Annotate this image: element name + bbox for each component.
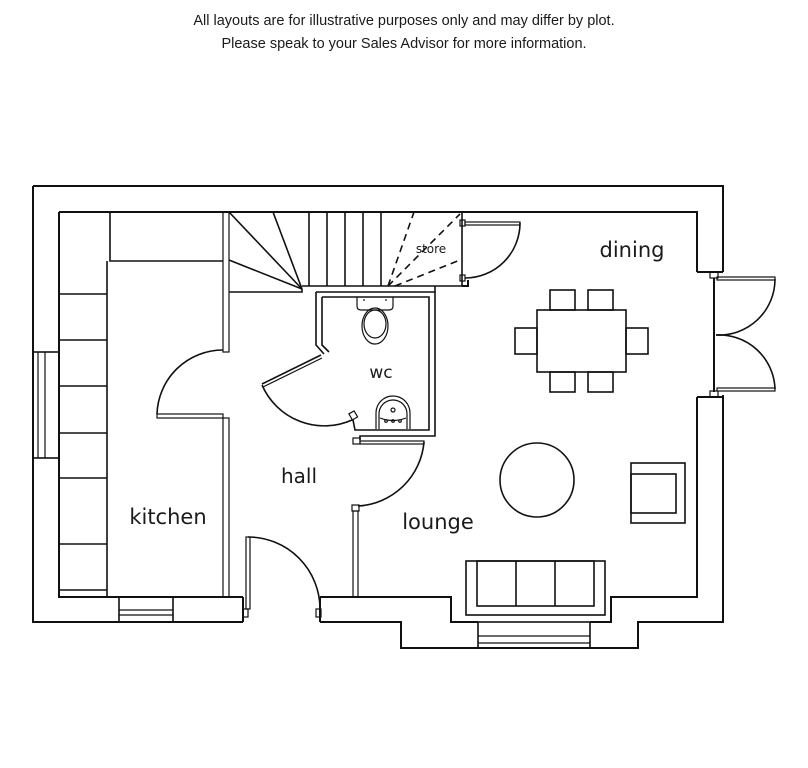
wc-walls [261, 286, 436, 440]
lounge-door [351, 437, 425, 598]
staircase [228, 211, 463, 293]
room-label-dining: dining [600, 238, 665, 262]
lounge-window [477, 621, 591, 649]
room-label-wc: wc [369, 363, 392, 383]
kitchen-window [32, 351, 60, 459]
french-doors [709, 271, 776, 398]
room-label-hall: hall [281, 464, 317, 488]
front-door [242, 536, 322, 618]
room-label-lounge: lounge [402, 510, 474, 534]
sofa [465, 560, 606, 616]
toilet-icon [356, 297, 394, 345]
store-door [459, 219, 521, 287]
disclaimer: All layouts are for illustrative purpose… [0, 10, 808, 56]
armchair [630, 462, 686, 524]
coffee-table [499, 442, 575, 518]
kitchen-partition [156, 211, 230, 598]
kitchen-worktop [59, 212, 223, 597]
disclaimer-line-1: All layouts are for illustrative purpose… [193, 13, 615, 29]
kitchen-bottom-window [118, 596, 174, 623]
room-label-store: store [416, 242, 446, 256]
disclaimer-line-2: Please speak to your Sales Advisor for m… [221, 36, 587, 52]
room-label-kitchen: kitchen [129, 505, 206, 529]
dining-table [514, 289, 649, 393]
basin-icon [375, 395, 411, 429]
